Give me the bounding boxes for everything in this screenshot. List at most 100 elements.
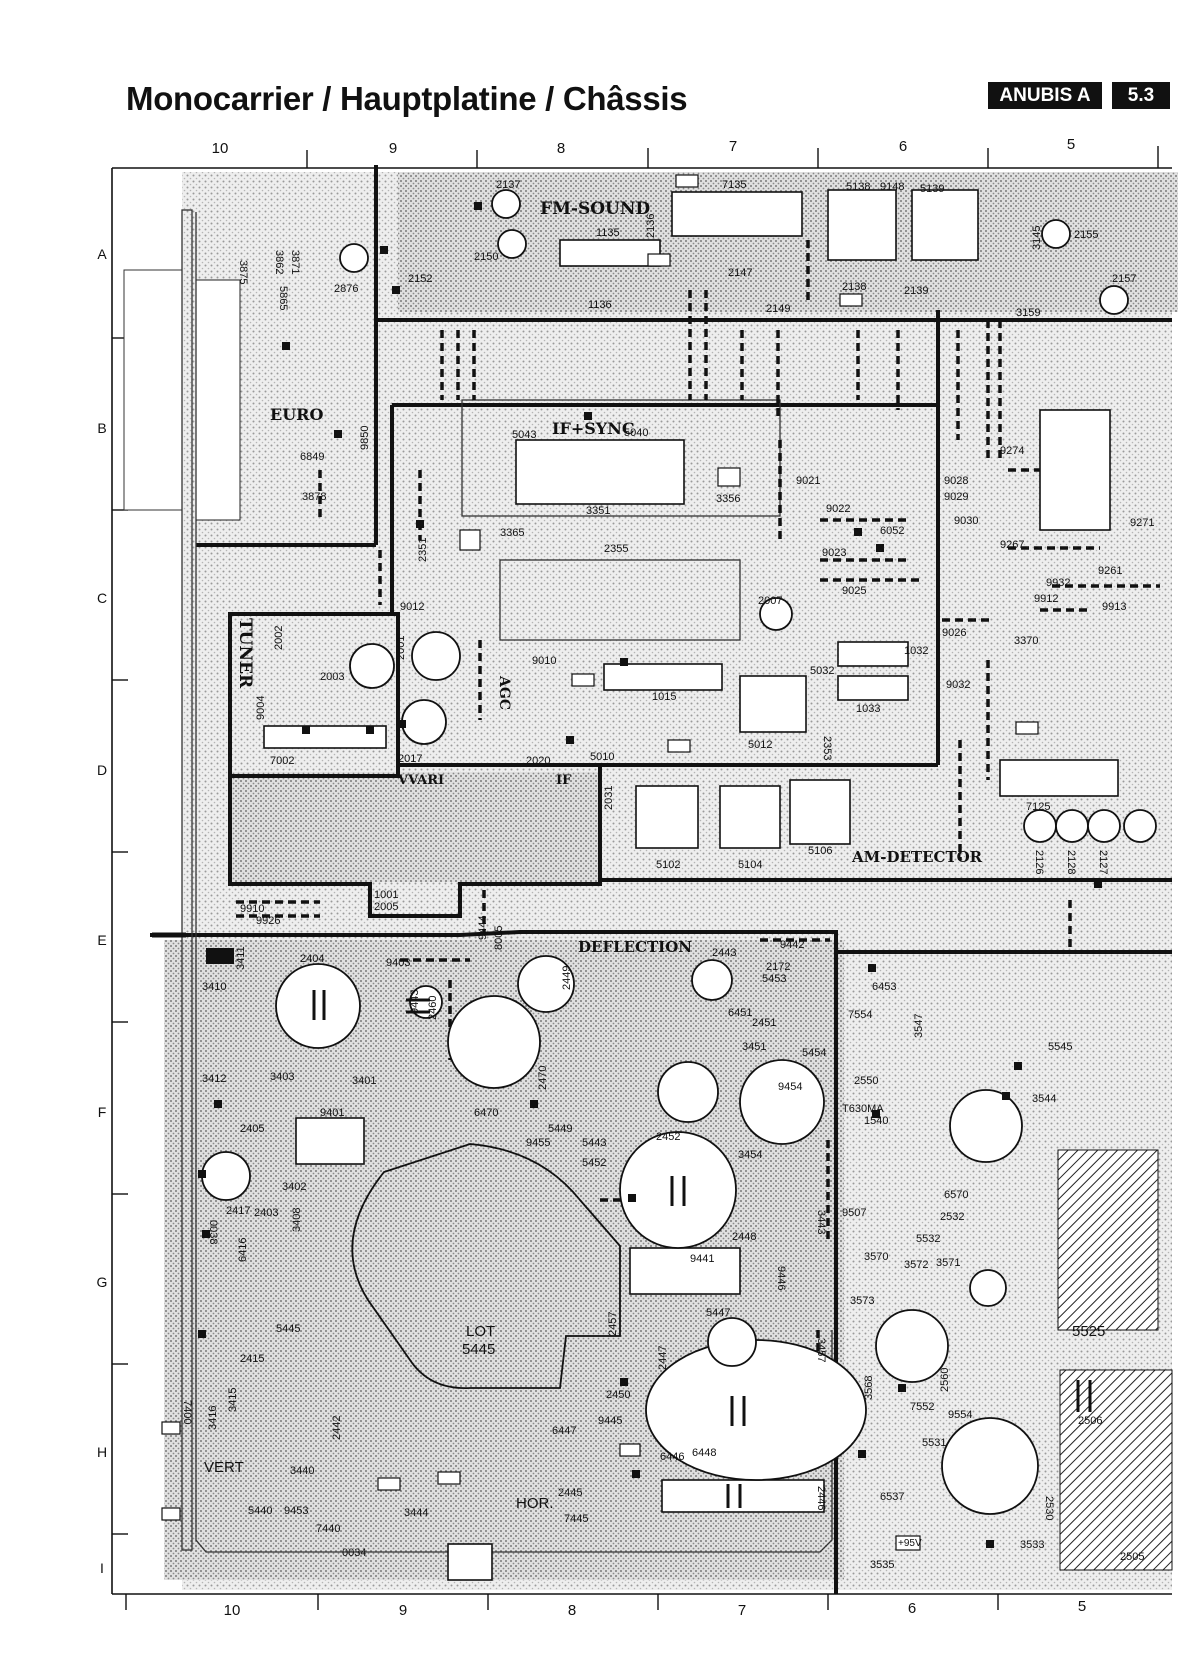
ic-outlines bbox=[263, 189, 1119, 1581]
grid-col-top-8: 8 bbox=[556, 140, 566, 157]
ref-3145: 3145 bbox=[1031, 226, 1043, 250]
ref-6052: 6052 bbox=[880, 525, 904, 537]
ref-3365: 3365 bbox=[500, 527, 524, 539]
ref-3862: 3862 bbox=[273, 250, 285, 274]
grid-col-bottom-5: 5 bbox=[1077, 1598, 1087, 1615]
fuse-ref: 1540 bbox=[864, 1115, 888, 1127]
ref-0038: 0038 bbox=[207, 1220, 219, 1244]
grid-row-I: I bbox=[100, 1560, 104, 1576]
grid-row-F: F bbox=[97, 1104, 107, 1120]
ref-2128: 2128 bbox=[1065, 850, 1077, 874]
ref-3401: 3401 bbox=[352, 1075, 376, 1087]
ref-2136: 2136 bbox=[645, 214, 657, 238]
ref-9926: 9926 bbox=[256, 915, 280, 927]
ref-2447: 2447 bbox=[657, 1346, 669, 1370]
ref-5531: 5531 bbox=[922, 1437, 946, 1449]
ref-2405: 2405 bbox=[240, 1123, 264, 1135]
ref-9444: 9444 bbox=[477, 916, 489, 940]
ref-1033: 1033 bbox=[856, 703, 880, 715]
ref-2152: 2152 bbox=[408, 273, 432, 285]
ref-7400: 7400 bbox=[181, 1400, 193, 1424]
ref-2172: 2172 bbox=[766, 961, 790, 973]
ref-3443: 3443 bbox=[815, 1210, 827, 1234]
ref-3159: 3159 bbox=[1016, 307, 1040, 319]
ref-8005: 8005 bbox=[493, 926, 505, 950]
block-tuner: TUNER bbox=[235, 618, 255, 689]
grid-col-bottom-9: 9 bbox=[398, 1602, 408, 1619]
ref-5447: 5447 bbox=[706, 1307, 730, 1319]
ref-9850: 9850 bbox=[359, 426, 371, 450]
ref-9030: 9030 bbox=[954, 515, 978, 527]
block-vvari: VVARI bbox=[397, 773, 444, 788]
ref-6451: 6451 bbox=[728, 1007, 752, 1019]
grid-col-top-9: 9 bbox=[388, 140, 398, 157]
ref-1135: 1135 bbox=[596, 227, 620, 239]
ref-9032: 9032 bbox=[946, 679, 970, 691]
ref-5452: 5452 bbox=[582, 1157, 606, 1169]
ref-9912: 9912 bbox=[1034, 593, 1058, 605]
ref-3370: 3370 bbox=[1014, 635, 1038, 647]
ref-2443: 2443 bbox=[712, 947, 736, 959]
ref-3444: 3444 bbox=[404, 1507, 428, 1519]
ref-5104: 5104 bbox=[738, 859, 762, 871]
ref-7554: 7554 bbox=[848, 1009, 872, 1021]
lot-alt-label: 5525 bbox=[1072, 1323, 1105, 1340]
ref-2127: 2127 bbox=[1097, 850, 1109, 874]
ref-9010: 9010 bbox=[532, 655, 556, 667]
ref-9012: 9012 bbox=[400, 601, 424, 613]
ref-2155: 2155 bbox=[1074, 229, 1098, 241]
ref-2505: 2505 bbox=[1120, 1551, 1144, 1563]
ref-5545: 5545 bbox=[1048, 1041, 1072, 1053]
ref-5032: 5032 bbox=[810, 665, 834, 677]
ref-2446: 2446 bbox=[815, 1486, 827, 1510]
ref-9025: 9025 bbox=[842, 585, 866, 597]
fuse-label: T630MA bbox=[842, 1103, 884, 1115]
ref-9028: 9028 bbox=[944, 475, 968, 487]
ref-2460: 2460 bbox=[427, 996, 439, 1020]
ref-3408: 3408 bbox=[291, 1208, 303, 1232]
ref-0034: 0034 bbox=[342, 1547, 366, 1559]
ref-9271: 9271 bbox=[1130, 517, 1154, 529]
ref-5040: 5040 bbox=[624, 427, 648, 439]
ref-6416: 6416 bbox=[237, 1238, 249, 1262]
solder-pads bbox=[198, 202, 1102, 1548]
capacitor-circles bbox=[201, 189, 1157, 1515]
ref-9453: 9453 bbox=[284, 1505, 308, 1517]
tv-marker bbox=[206, 948, 234, 964]
ref-6537: 6537 bbox=[880, 1491, 904, 1503]
grid-row-A: A bbox=[97, 246, 107, 262]
ref-5443: 5443 bbox=[582, 1137, 606, 1149]
ref-2448: 2448 bbox=[732, 1231, 756, 1243]
ref-3878: 3878 bbox=[302, 491, 326, 503]
grid-col-bottom-6: 6 bbox=[907, 1600, 917, 1617]
grid-col-bottom-7: 7 bbox=[737, 1602, 747, 1619]
ref-5010: 5010 bbox=[590, 751, 614, 763]
page-title: Monocarrier / Hauptplatine / Châssis bbox=[126, 80, 688, 117]
ref-3410: 3410 bbox=[202, 981, 226, 993]
ref-3568: 3568 bbox=[863, 1376, 875, 1400]
ref-2530: 2530 bbox=[1043, 1496, 1055, 1520]
ref-9441: 9441 bbox=[690, 1253, 714, 1265]
ref-3412: 3412 bbox=[202, 1073, 226, 1085]
ref-5440: 5440 bbox=[248, 1505, 272, 1517]
lot-transformer-outline bbox=[351, 1143, 621, 1389]
ref-9026: 9026 bbox=[942, 627, 966, 639]
board-traces bbox=[181, 209, 833, 1553]
grid-col-top-7: 7 bbox=[728, 138, 738, 155]
ref-3544: 3544 bbox=[1032, 1093, 1056, 1105]
ref-2450: 2450 bbox=[606, 1389, 630, 1401]
ref-9267: 9267 bbox=[1000, 539, 1024, 551]
ref-5138: 5138 bbox=[846, 181, 870, 193]
grid-row-H: H bbox=[96, 1444, 108, 1460]
ref-3351: 3351 bbox=[586, 505, 610, 517]
ref-2403: 2403 bbox=[254, 1207, 278, 1219]
ref-7552: 7552 bbox=[910, 1401, 934, 1413]
ref-9148: 9148 bbox=[880, 181, 904, 193]
ref-2001: 2001 bbox=[395, 636, 407, 660]
block-fm-sound: FM-SOUND bbox=[540, 199, 650, 219]
ref-1001: 1001 bbox=[374, 889, 398, 901]
ref-5043: 5043 bbox=[512, 429, 536, 441]
grid-col-bottom-10: 10 bbox=[223, 1602, 241, 1619]
ref-2139: 2139 bbox=[904, 285, 928, 297]
ref-9022: 9022 bbox=[826, 503, 850, 515]
